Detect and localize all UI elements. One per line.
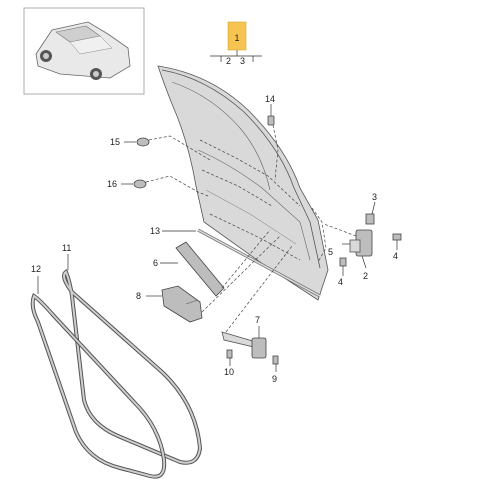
- hinge-assembly[interactable]: [339, 213, 402, 267]
- leader-6-dash: [221, 229, 271, 289]
- callout-2: 2: [363, 271, 368, 281]
- callout-14: 14: [265, 94, 275, 104]
- callout-4-left: 4: [338, 277, 343, 287]
- leader-16-dash: [145, 175, 209, 197]
- vehicle-thumbnail: [23, 7, 145, 95]
- door-panel[interactable]: [157, 65, 329, 301]
- callout-2-header: 2: [226, 56, 231, 66]
- callout-7: 7: [255, 315, 260, 325]
- callout-12: 12: [31, 264, 41, 274]
- callout-9: 9: [272, 374, 277, 384]
- leader-8-dash: [201, 235, 281, 313]
- callout-3-header: 3: [240, 56, 245, 66]
- leader-14-dash: [272, 124, 279, 181]
- part-10-bolt[interactable]: [226, 349, 233, 359]
- callout-16: 16: [107, 179, 117, 189]
- callout-3: 3: [372, 192, 377, 202]
- callout-15: 15: [110, 137, 120, 147]
- callout-5: 5: [328, 247, 333, 257]
- callout-6: 6: [153, 258, 158, 268]
- leader-15-dash: [148, 135, 211, 161]
- part-8-block[interactable]: [161, 285, 203, 323]
- part-12-body-seal[interactable]: [30, 292, 167, 479]
- callout-10: 10: [224, 367, 234, 377]
- callout-1: 1: [234, 33, 239, 43]
- part-9-bolt[interactable]: [272, 355, 279, 365]
- part-14-clip[interactable]: [267, 115, 275, 126]
- leader-7-dash: [225, 245, 293, 333]
- hinge-dash: [323, 223, 357, 237]
- part-15-plug[interactable]: [136, 137, 150, 147]
- part-13-trim-strip[interactable]: [197, 228, 321, 298]
- part-16-plug[interactable]: [133, 179, 147, 189]
- leader-3b: [371, 201, 376, 215]
- part-6-pad[interactable]: [175, 241, 225, 297]
- callout-11: 11: [62, 243, 71, 253]
- part-11-door-seal[interactable]: [62, 268, 203, 465]
- callout-8: 8: [136, 291, 141, 301]
- leader-2b: [361, 255, 367, 269]
- part-7-door-check[interactable]: [221, 331, 267, 359]
- callout-1-group[interactable]: 1: [227, 21, 247, 51]
- callout-1-bracket: [210, 50, 262, 62]
- callout-13: 13: [150, 226, 160, 236]
- callout-4-right: 4: [393, 251, 398, 261]
